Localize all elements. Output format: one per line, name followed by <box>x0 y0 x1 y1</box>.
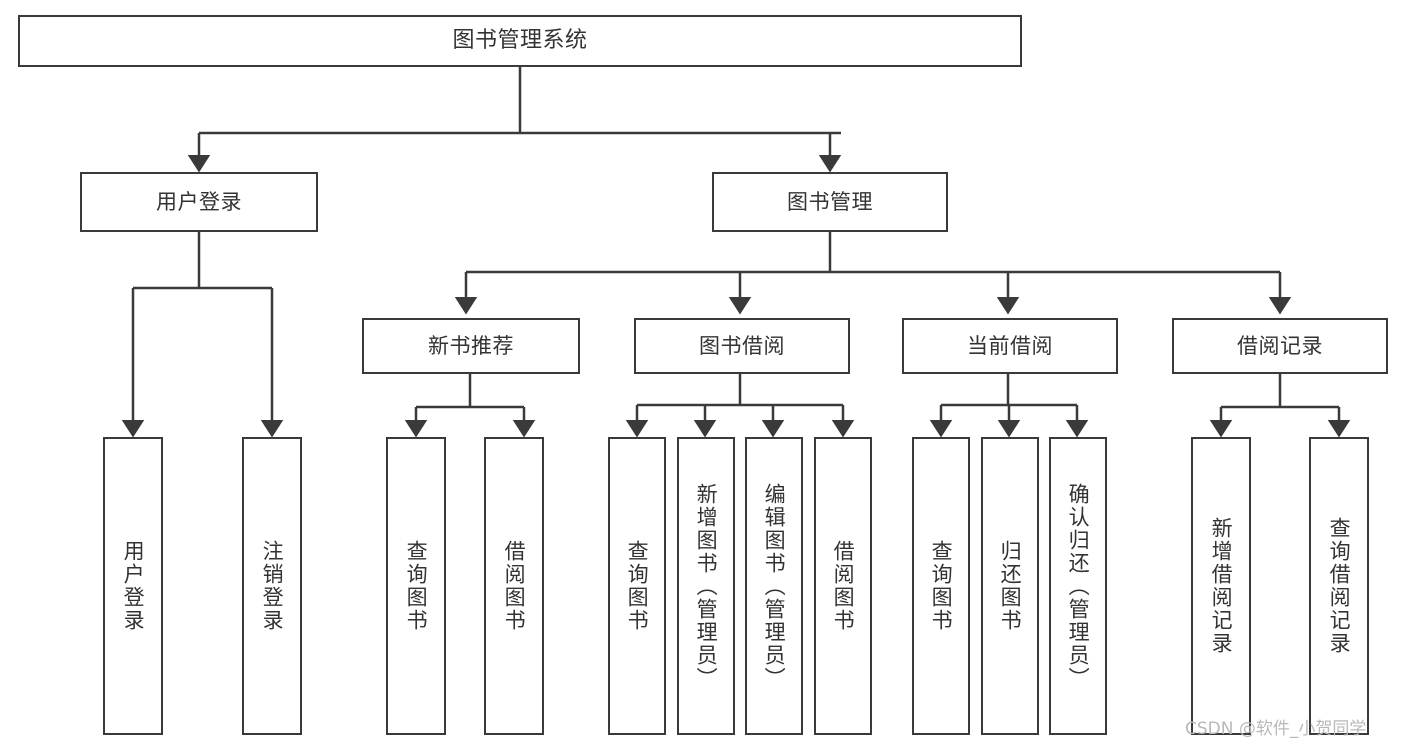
node-label: 当前借阅 <box>967 333 1053 358</box>
leaf-confirm-return[interactable]: 确认归还（管理员） <box>1049 437 1107 735</box>
node-label: 编辑图书（管理员） <box>762 482 787 690</box>
leaf-borrow-book-1[interactable]: 借阅图书 <box>484 437 544 735</box>
node-label: 图书管理 <box>787 189 873 214</box>
leaf-return-book[interactable]: 归还图书 <box>981 437 1039 735</box>
leaf-query-book-2[interactable]: 查询图书 <box>608 437 666 735</box>
node-root-book-management-system[interactable]: 图书管理系统 <box>18 15 1022 67</box>
leaf-user-login[interactable]: 用户登录 <box>103 437 163 735</box>
node-label: 用户登录 <box>121 540 146 632</box>
node-new-book-recommend[interactable]: 新书推荐 <box>362 318 580 374</box>
leaf-query-book-3[interactable]: 查询图书 <box>912 437 970 735</box>
leaf-add-book[interactable]: 新增图书（管理员） <box>677 437 735 735</box>
node-label: 归还图书 <box>998 540 1023 632</box>
node-label: 用户登录 <box>156 189 242 214</box>
node-label: 图书管理系统 <box>452 28 588 54</box>
csdn-watermark: CSDN @软件_小贺同学 <box>1185 719 1367 739</box>
node-label: 借阅图书 <box>502 540 527 632</box>
node-label: 注销登录 <box>260 540 285 632</box>
leaf-query-record[interactable]: 查询借阅记录 <box>1309 437 1369 735</box>
node-book-management[interactable]: 图书管理 <box>712 172 948 232</box>
node-label: 新书推荐 <box>428 333 514 358</box>
leaf-edit-book[interactable]: 编辑图书（管理员） <box>745 437 803 735</box>
node-book-borrow[interactable]: 图书借阅 <box>634 318 850 374</box>
node-label: 借阅记录 <box>1237 333 1323 358</box>
leaf-query-book-1[interactable]: 查询图书 <box>386 437 446 735</box>
node-current-borrow[interactable]: 当前借阅 <box>902 318 1118 374</box>
node-label: 确认归还（管理员） <box>1066 482 1091 690</box>
node-label: 查询图书 <box>404 540 429 632</box>
node-borrow-record[interactable]: 借阅记录 <box>1172 318 1388 374</box>
node-user-login[interactable]: 用户登录 <box>80 172 318 232</box>
node-label: 查询图书 <box>929 540 954 632</box>
leaf-logout[interactable]: 注销登录 <box>242 437 302 735</box>
node-label: 查询图书 <box>625 540 650 632</box>
leaf-add-record[interactable]: 新增借阅记录 <box>1191 437 1251 735</box>
node-label: 图书借阅 <box>699 333 785 358</box>
node-label: 新增借阅记录 <box>1209 517 1234 655</box>
node-label: 新增图书（管理员） <box>694 482 719 690</box>
leaf-borrow-book-2[interactable]: 借阅图书 <box>814 437 872 735</box>
node-label: 查询借阅记录 <box>1327 517 1352 655</box>
node-label: 借阅图书 <box>831 540 856 632</box>
